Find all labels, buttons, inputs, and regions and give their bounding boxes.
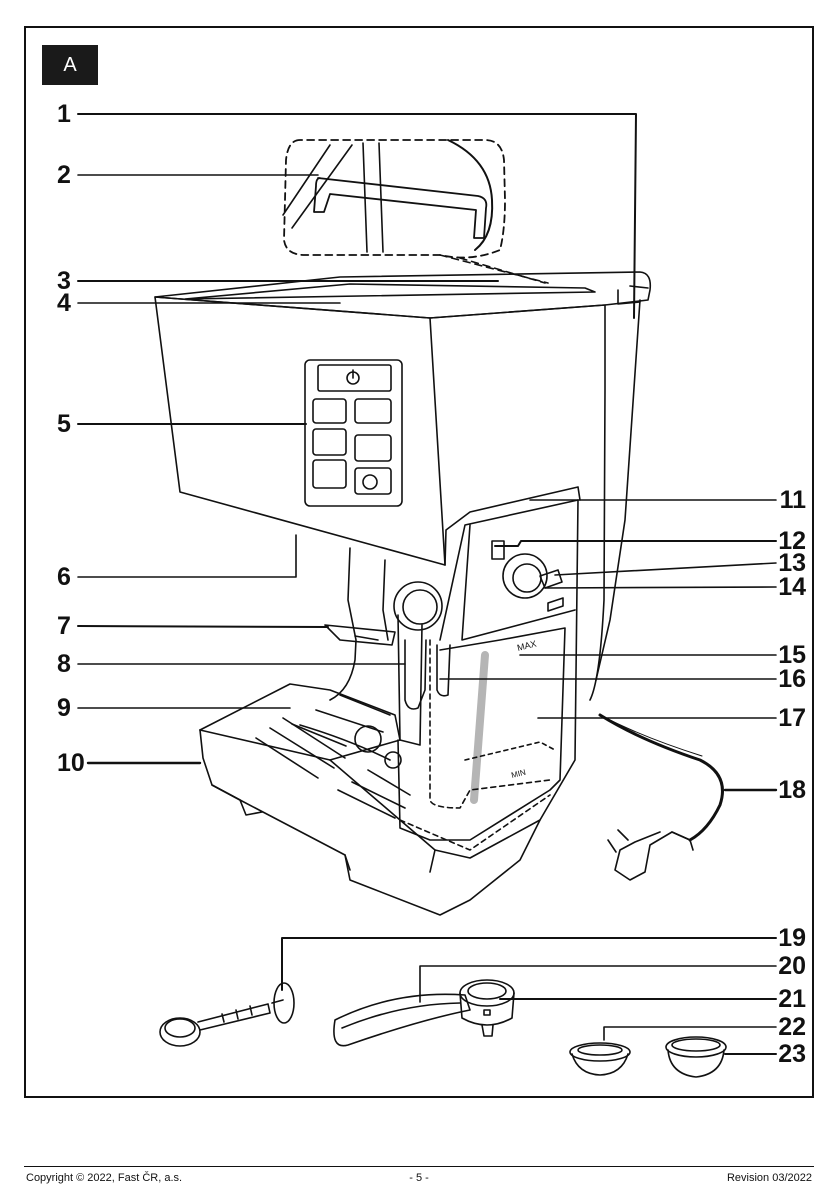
callout-22: 22 bbox=[778, 1014, 806, 1040]
tank-min-mark: MIN bbox=[510, 768, 527, 780]
callout-1: 1 bbox=[57, 101, 71, 127]
tamper-spoon bbox=[160, 983, 294, 1046]
callout-20: 20 bbox=[778, 953, 806, 979]
revision-text: Revision 03/2022 bbox=[727, 1172, 812, 1184]
callout-23: 23 bbox=[778, 1041, 806, 1067]
callout-18: 18 bbox=[778, 777, 806, 803]
callout-4: 4 bbox=[57, 290, 71, 316]
callout-9: 9 bbox=[57, 695, 71, 721]
callout-11: 11 bbox=[780, 487, 806, 513]
tank-max-mark: MAX bbox=[516, 639, 537, 653]
water-tank: MAX MIN bbox=[398, 628, 565, 850]
cup-warmer-detail-inset bbox=[283, 140, 548, 283]
callout-2: 2 bbox=[57, 162, 71, 188]
page-footer: Copyright © 2022, Fast ČR, a.s. - 5 - Re… bbox=[24, 1166, 814, 1189]
callout-6: 6 bbox=[57, 564, 71, 590]
callout-5: 5 bbox=[57, 411, 71, 437]
callout-10: 10 bbox=[57, 750, 85, 776]
page-number: - 5 - bbox=[24, 1172, 814, 1184]
callout-16: 16 bbox=[778, 666, 806, 692]
portafilter bbox=[334, 980, 514, 1046]
callout-8: 8 bbox=[57, 651, 71, 677]
filter-baskets bbox=[570, 1037, 726, 1077]
callout-19: 19 bbox=[778, 925, 806, 951]
machine-body bbox=[155, 272, 650, 858]
callout-14: 14 bbox=[778, 574, 806, 600]
power-cord bbox=[600, 715, 723, 880]
callout-21: 21 bbox=[778, 986, 806, 1012]
callout-17: 17 bbox=[778, 705, 806, 731]
callout-7: 7 bbox=[57, 613, 71, 639]
drip-tray bbox=[200, 684, 540, 915]
